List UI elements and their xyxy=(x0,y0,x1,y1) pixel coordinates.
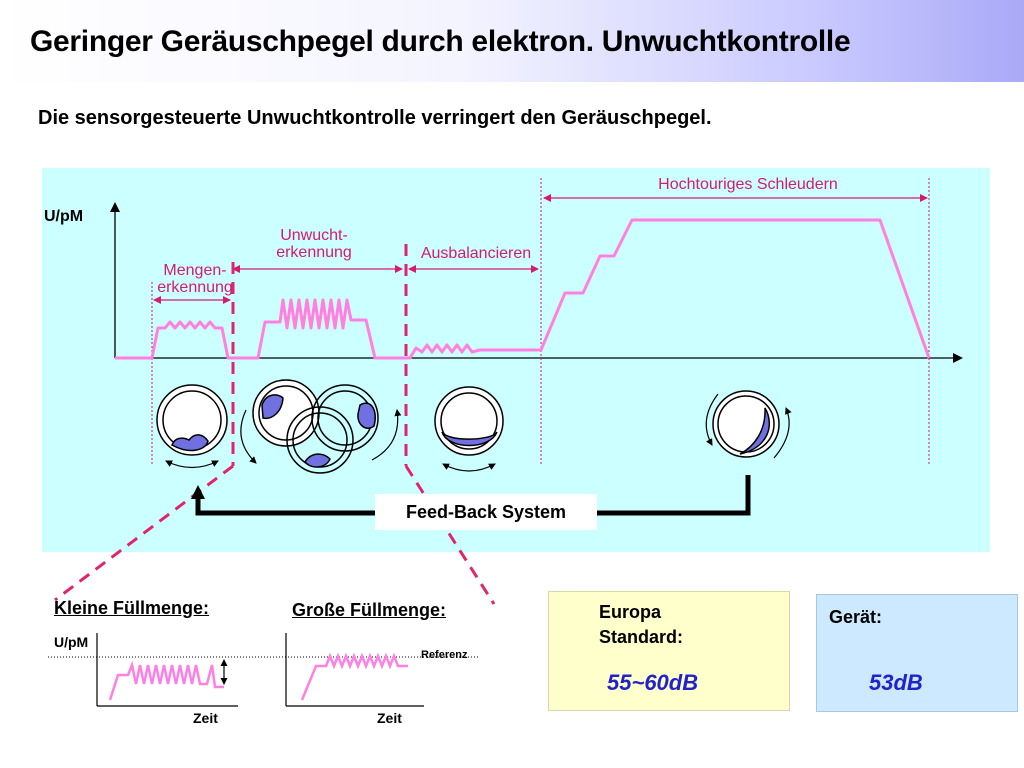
drum-unwucht-cluster xyxy=(252,379,379,474)
drum-mengen-rotation xyxy=(165,460,219,469)
small-right-heading: Große Füllmenge: xyxy=(292,600,447,620)
drum-hochtourig xyxy=(712,390,780,458)
small-chart-left xyxy=(48,633,480,707)
drum-mengen xyxy=(156,384,228,456)
drum-ausbalancieren xyxy=(434,386,504,456)
small-left-heading: Kleine Füllmenge: xyxy=(54,598,210,618)
europe-value: 55~60dB xyxy=(607,670,699,695)
feedback-system-label: Feed-Back System xyxy=(375,494,597,530)
drum-ausbal-rotation xyxy=(442,463,496,472)
europe-standard-box: Europa Standard: 55~60dB xyxy=(548,591,790,711)
unwucht-rotation-left xyxy=(240,409,257,464)
hochtourig-rotation-right xyxy=(773,407,792,459)
dashed-callouts xyxy=(54,244,496,605)
small-x-label-right: Zeit xyxy=(377,710,402,726)
title-bar xyxy=(0,0,1024,82)
europe-label-line1: Europa xyxy=(599,602,662,622)
phase-separators xyxy=(151,178,930,466)
speed-curve xyxy=(115,218,931,360)
unwucht-label-line1: Unwucht- xyxy=(280,227,348,244)
hochtourig-label: Hochtouriges Schleudern xyxy=(658,176,838,193)
y-axis-label: U/pM xyxy=(44,208,84,225)
reference-label: Referenz xyxy=(421,649,468,661)
device-value: 53dB xyxy=(869,670,923,695)
device-box: Gerät: 53dB xyxy=(816,594,1018,712)
hochtourig-rotation-left xyxy=(705,393,719,446)
europe-label-line2: Standard: xyxy=(599,627,684,647)
small-chart-right xyxy=(285,633,424,707)
mengen-label: Mengen- erkennung xyxy=(150,262,240,296)
unwucht-label-line2: erkennung xyxy=(276,244,352,261)
small-x-label-left: Zeit xyxy=(193,710,218,726)
page-title: Geringer Geräuschpegel durch elektron. U… xyxy=(30,25,851,58)
ausbalancieren-label: Ausbalancieren xyxy=(420,245,532,262)
small-curve-right xyxy=(300,652,408,701)
page-subtitle: Die sensorgesteuerte Unwuchtkontrolle ve… xyxy=(38,107,712,129)
small-y-label: U/pM xyxy=(54,634,89,650)
mengen-label-line1: Mengen- xyxy=(163,262,227,279)
unwucht-rotation-right xyxy=(371,409,402,461)
unwucht-label: Unwucht- erkennung xyxy=(268,227,360,261)
small-curve-left xyxy=(108,660,224,701)
mengen-label-line2: erkennung xyxy=(157,279,233,296)
device-label: Gerät: xyxy=(829,607,883,627)
